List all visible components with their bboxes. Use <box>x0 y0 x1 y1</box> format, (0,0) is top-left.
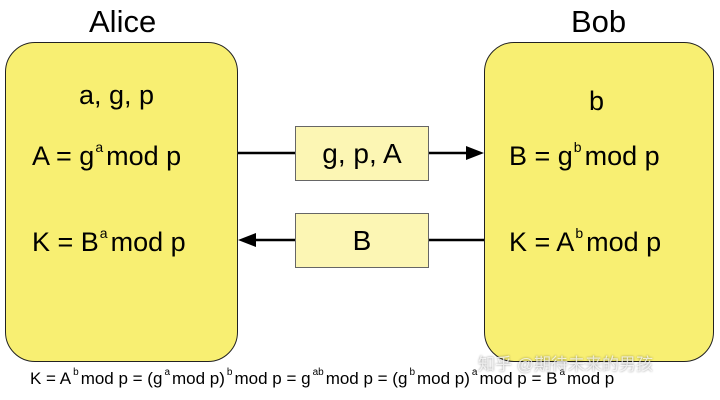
message-to-bob-label: g, p, A <box>322 137 402 169</box>
message-to-alice-label: B <box>352 224 372 256</box>
formula-part-5: mod p = (g <box>325 369 408 388</box>
formula-part-4: mod p = g <box>234 369 311 388</box>
formula-exp-6: a <box>471 367 478 378</box>
bob-param: b <box>589 86 605 116</box>
watermark: 知乎 @期待未来的男孩 <box>478 355 653 374</box>
alice-key-rhs: mod p <box>110 227 186 257</box>
message-to-alice: B <box>295 213 429 268</box>
alice-public-rhs: mod p <box>106 141 182 171</box>
message-to-bob: g, p, A <box>295 126 429 181</box>
alice-key-lhs: K = B <box>32 227 99 257</box>
bob-title: Bob <box>571 4 627 39</box>
alice-title: Alice <box>89 4 157 39</box>
arrow-to-bob-head <box>466 146 484 160</box>
formula-exp-1: b <box>73 367 79 378</box>
formula-part-8: mod p <box>567 369 615 388</box>
bob-public-lhs: B = g <box>509 141 573 171</box>
formula-part-1: K = A <box>30 369 72 388</box>
alice-public-lhs: A = g <box>32 141 95 171</box>
formula-part-7: mod p = B <box>479 369 558 388</box>
alice-params: a, g, p <box>79 80 155 110</box>
bob-public-exponent: b <box>573 139 582 155</box>
formula-exp-3: b <box>226 367 233 378</box>
formula-exp-5: b <box>409 367 415 378</box>
formula-exp-7: a <box>559 367 566 378</box>
bob-public-rhs: mod p <box>584 141 660 171</box>
bob-key-rhs: mod p <box>586 227 662 257</box>
alice-public-exponent: a <box>95 139 104 155</box>
formula-part-3: mod p) <box>172 369 225 388</box>
formula-part-2: mod p = (g <box>80 369 163 388</box>
arrow-to-alice-head <box>238 233 256 247</box>
formula-exp-4: ab <box>312 367 324 378</box>
bob-key-exponent: b <box>575 225 584 241</box>
bob-key-lhs: K = A <box>509 227 575 257</box>
formula-part-6: mod p) <box>417 369 470 388</box>
alice-key-exponent: a <box>99 225 108 241</box>
formula-exp-2: a <box>164 367 170 378</box>
